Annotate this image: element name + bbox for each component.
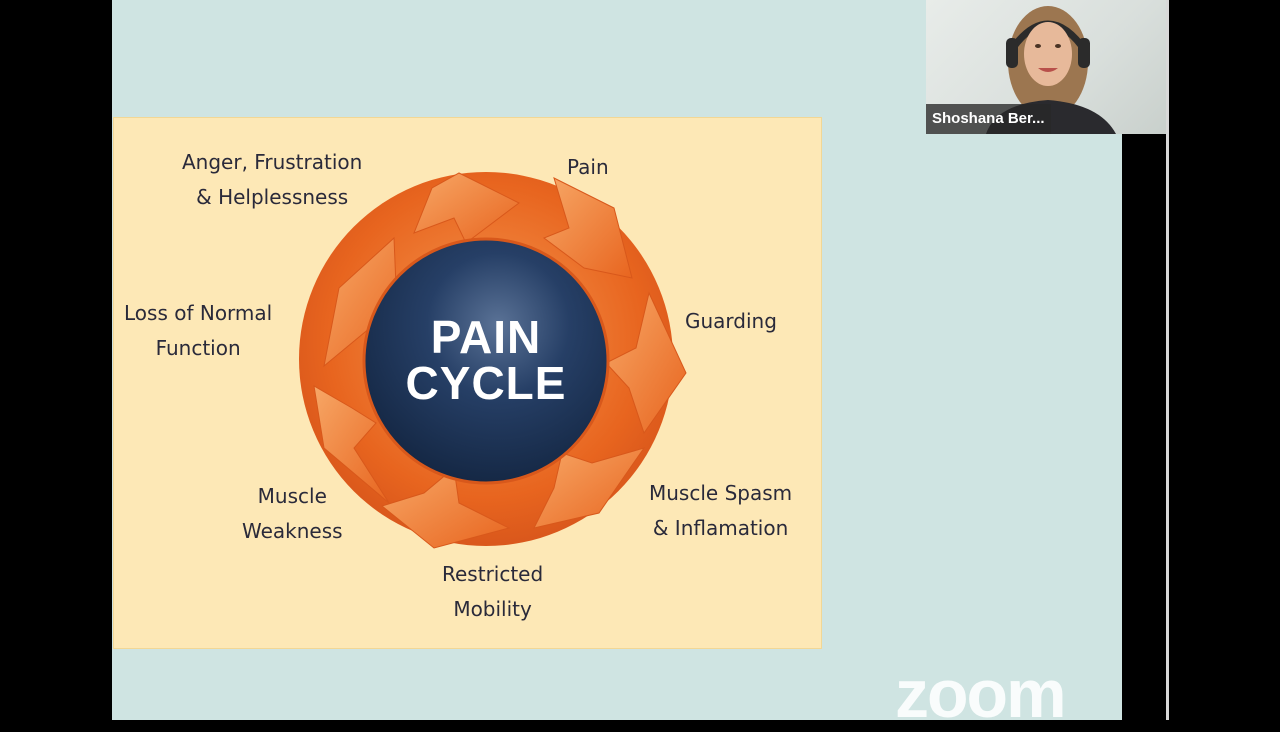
- center-title: PAIN CYCLE: [405, 311, 567, 409]
- cycle-center: [362, 237, 610, 485]
- label-guarding: Guarding: [685, 309, 777, 333]
- zoom-logo-watermark: zoom: [895, 656, 1067, 732]
- cycle-arrows: [313, 172, 687, 549]
- participant-video-tile[interactable]: Shoshana Ber...: [926, 0, 1166, 134]
- pain-cycle-graphic: [299, 172, 687, 549]
- gallery-strip: [1122, 134, 1166, 720]
- label-loss-of-function: Loss of Normal Function: [124, 301, 273, 360]
- participant-name: Shoshana Ber...: [926, 104, 1051, 134]
- participant-avatar: [986, 6, 1116, 134]
- label-pain: Pain: [567, 155, 609, 179]
- label-restricted-mobility: Restricted Mobility: [442, 562, 544, 621]
- pain-cycle-diagram: PAIN CYCLE Pain Guarding Muscle Spasm & …: [113, 117, 822, 649]
- label-anger-frustration: Anger, Frustration & Helplessness: [182, 150, 363, 209]
- label-muscle-spasm: Muscle Spasm & Inflamation: [649, 481, 793, 540]
- label-muscle-weakness: Muscle Weakness: [242, 484, 343, 543]
- window-edge: [1166, 0, 1169, 720]
